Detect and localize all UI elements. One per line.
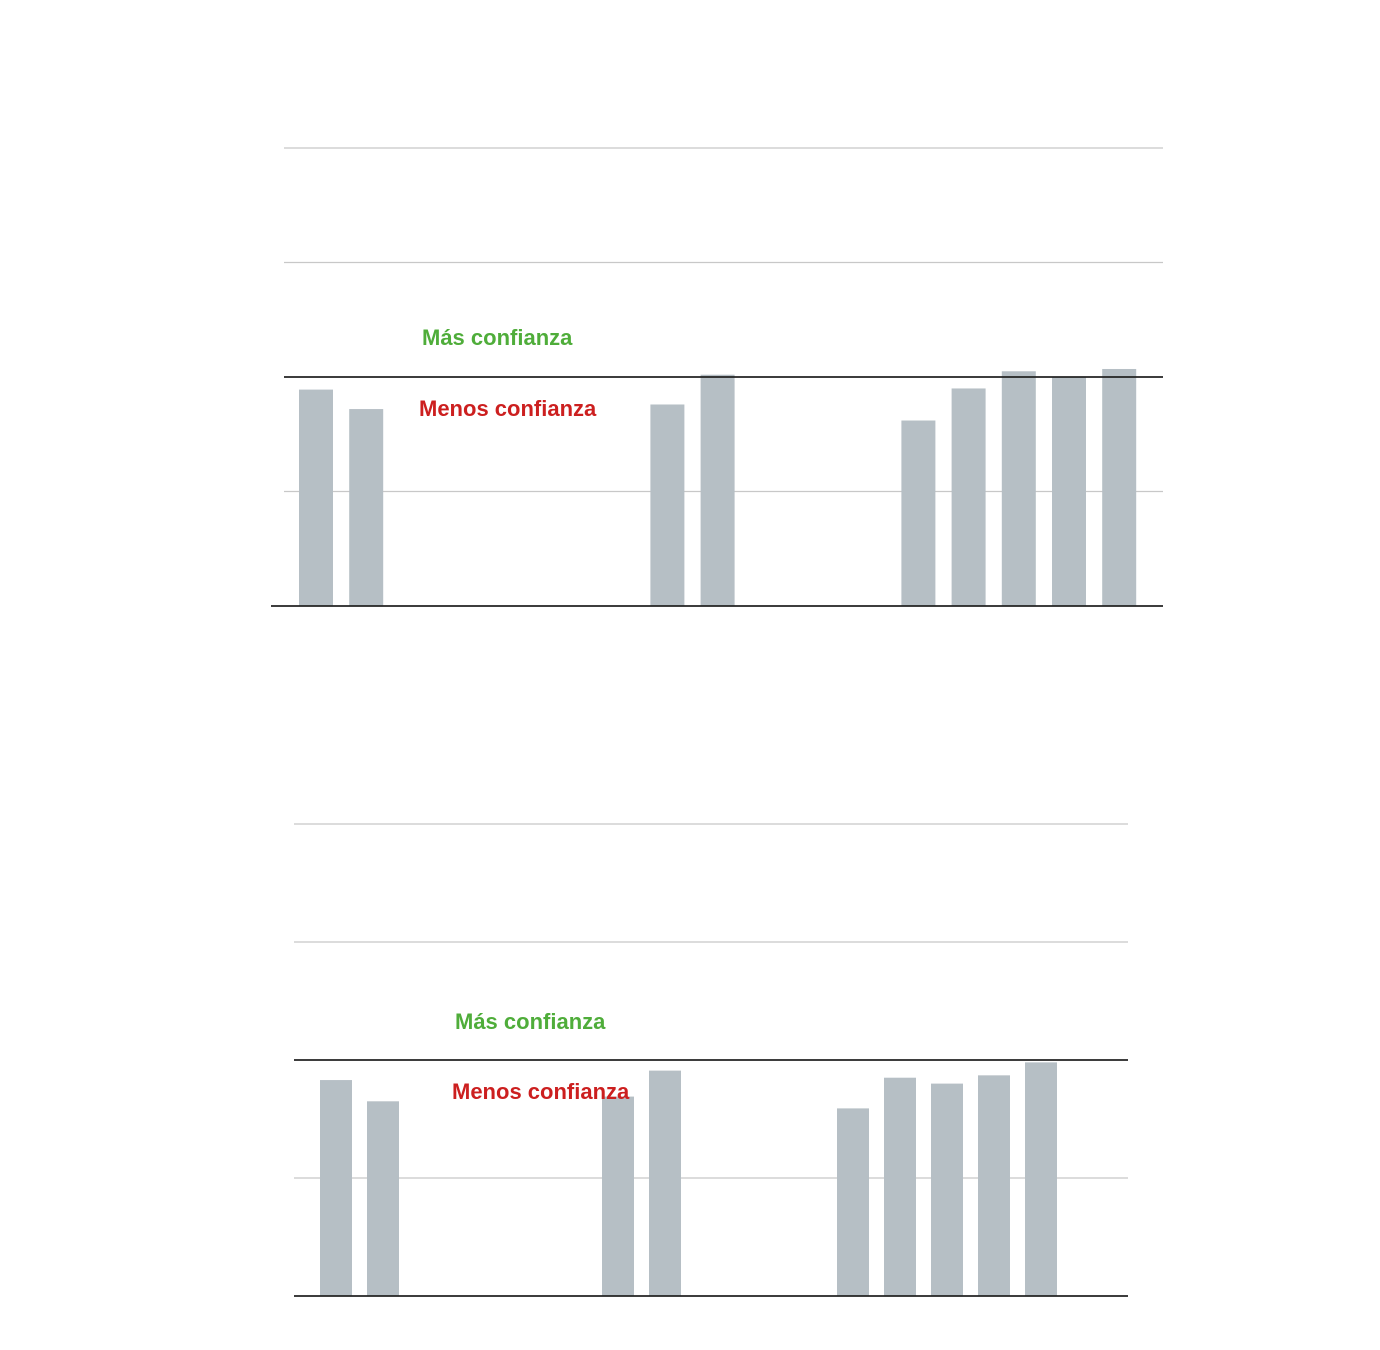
bar-0 <box>299 389 333 606</box>
bar-0 <box>320 1080 352 1296</box>
bar-14 <box>1001 371 1036 606</box>
bar-12 <box>901 420 936 606</box>
label-more-confidence: Más confianza <box>455 1009 606 1034</box>
bar-1 <box>367 1101 399 1296</box>
bar-13 <box>951 388 986 606</box>
bar-7 <box>650 404 685 606</box>
bar-15 <box>1025 1062 1057 1296</box>
bar-15 <box>1052 377 1086 606</box>
bar-7 <box>649 1070 681 1296</box>
bar-12 <box>884 1077 916 1296</box>
label-less-confidence: Menos confianza <box>419 396 597 421</box>
bar-13 <box>931 1083 963 1296</box>
bar-8 <box>700 374 735 606</box>
bar-6 <box>602 1096 634 1296</box>
bar-11 <box>837 1108 869 1296</box>
label-less-confidence: Menos confianza <box>452 1079 630 1104</box>
bar-1 <box>349 409 384 606</box>
label-more-confidence: Más confianza <box>422 325 573 350</box>
bar-14 <box>978 1075 1010 1296</box>
bar-16 <box>1102 368 1137 606</box>
